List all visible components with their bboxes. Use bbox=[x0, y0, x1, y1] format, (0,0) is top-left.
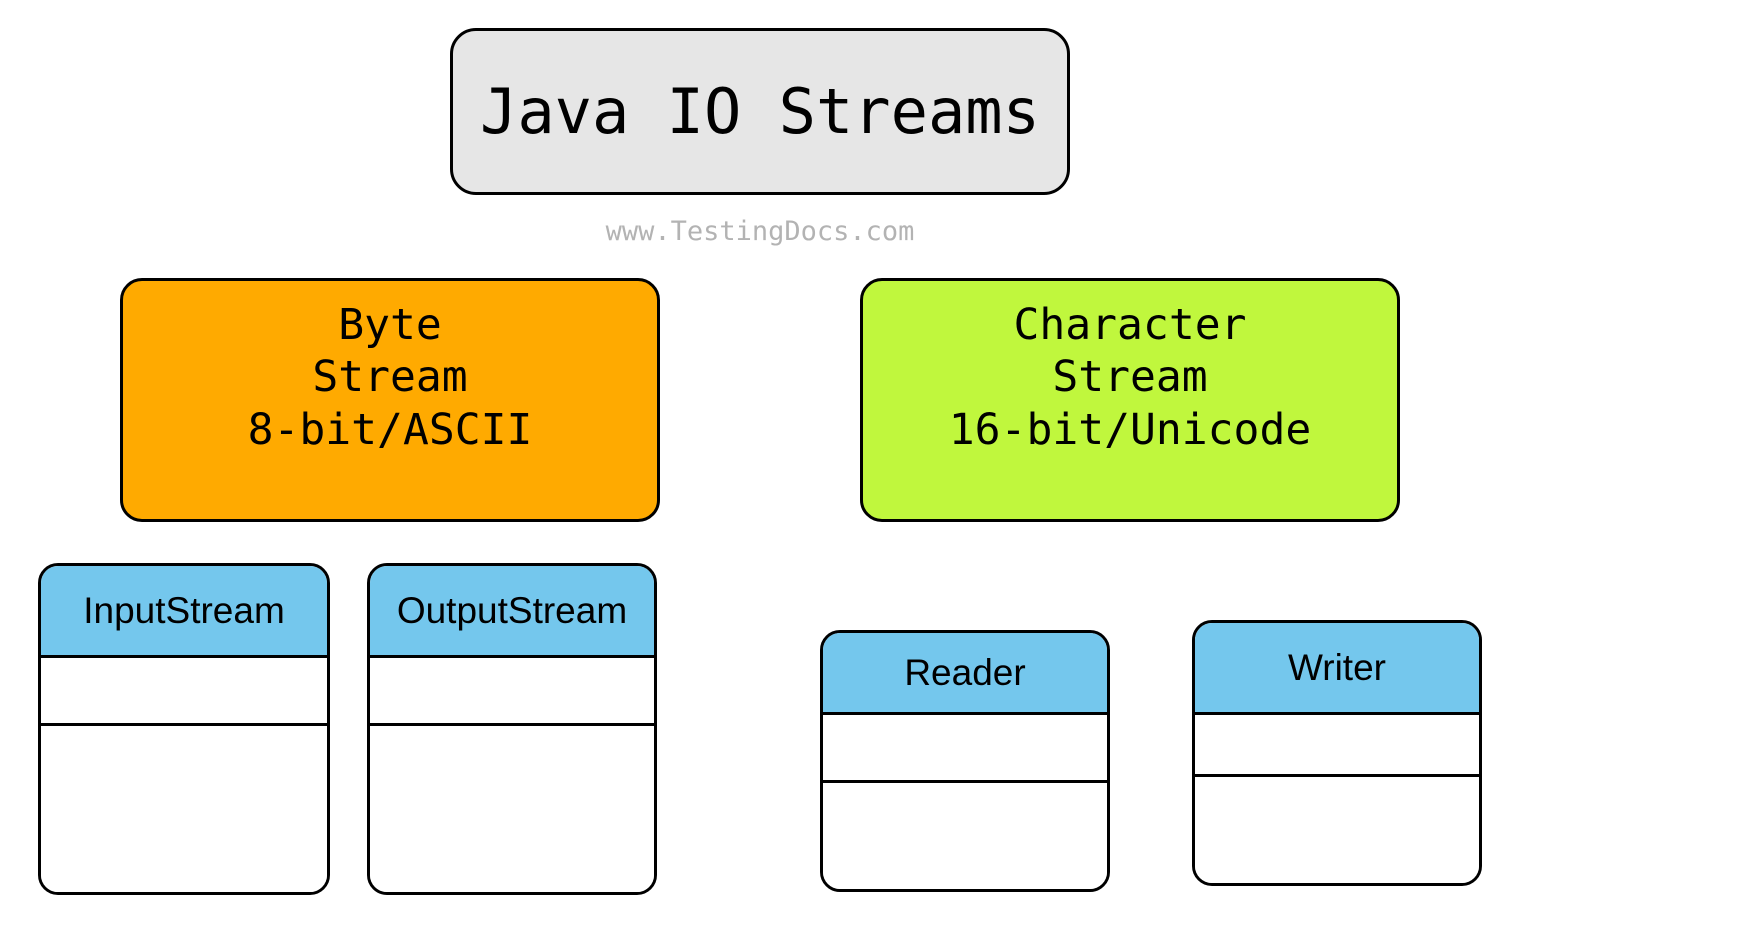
character-stream-line-1: Character bbox=[1013, 300, 1247, 350]
class-header-writer: Writer bbox=[1195, 623, 1479, 715]
page-title: Java IO Streams bbox=[480, 74, 1040, 148]
class-methods-writer bbox=[1195, 777, 1479, 883]
class-name-writer: Writer bbox=[1288, 647, 1386, 688]
diagram-title-box: Java IO Streams bbox=[450, 28, 1070, 195]
class-header-reader: Reader bbox=[823, 633, 1107, 715]
byte-stream-line-1: Byte bbox=[338, 300, 442, 350]
class-name-reader: Reader bbox=[904, 652, 1026, 693]
class-methods-outputstream bbox=[370, 726, 654, 892]
character-stream-line-2: Stream bbox=[1052, 352, 1208, 403]
watermark-text: www.TestingDocs.com bbox=[605, 216, 915, 247]
class-methods-reader bbox=[823, 783, 1107, 889]
character-stream-line-3: 16-bit/Unicode bbox=[948, 404, 1312, 455]
byte-stream-box: Byte Stream 8-bit/ASCII bbox=[120, 278, 660, 522]
class-attributes-inputstream bbox=[41, 658, 327, 726]
class-box-reader: Reader bbox=[820, 630, 1110, 892]
class-name-inputstream: InputStream bbox=[83, 590, 285, 631]
class-methods-inputstream bbox=[41, 726, 327, 892]
class-attributes-outputstream bbox=[370, 658, 654, 726]
byte-stream-line-3: 8-bit/ASCII bbox=[247, 404, 533, 455]
class-box-outputstream: OutputStream bbox=[367, 563, 657, 895]
class-name-outputstream: OutputStream bbox=[396, 590, 628, 631]
class-attributes-reader bbox=[823, 715, 1107, 783]
class-box-writer: Writer bbox=[1192, 620, 1482, 886]
class-header-inputstream: InputStream bbox=[41, 566, 327, 658]
class-header-outputstream: OutputStream bbox=[370, 566, 654, 658]
character-stream-box: Character Stream 16-bit/Unicode bbox=[860, 278, 1400, 522]
class-attributes-writer bbox=[1195, 715, 1479, 777]
byte-stream-line-2: Stream bbox=[312, 352, 468, 403]
class-box-inputstream: InputStream bbox=[38, 563, 330, 895]
